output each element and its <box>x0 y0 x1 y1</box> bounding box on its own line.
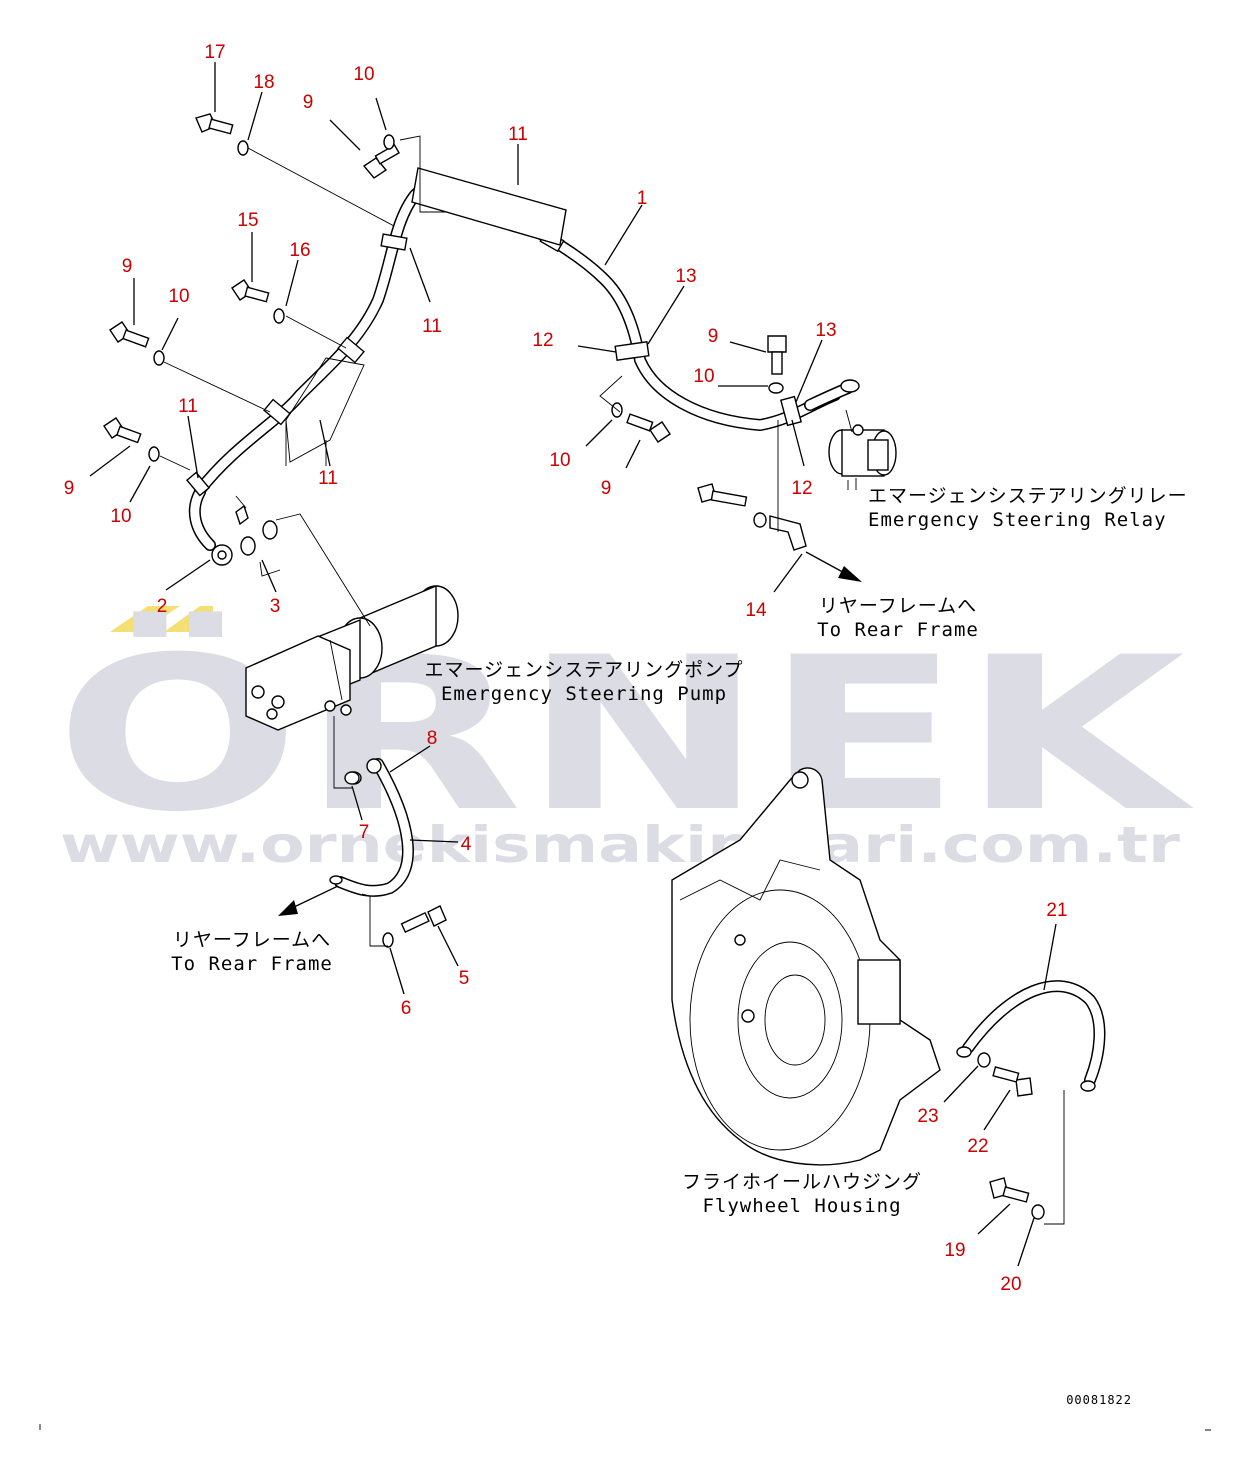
callout-15: 15 <box>237 210 258 231</box>
pump-cable <box>329 758 414 897</box>
callout-23: 23 <box>917 1106 938 1127</box>
watermark-brand: ÖRNEK <box>55 611 1194 858</box>
callout-11: 11 <box>318 468 338 489</box>
caption-relay-jp: エマージェンシステアリングリレー <box>868 485 1188 507</box>
callout-12: 12 <box>791 478 812 499</box>
flywheel-housing <box>671 767 941 1166</box>
hardware <box>103 113 1045 1220</box>
drawing-code: 00081822 <box>1066 1393 1132 1407</box>
emergency-steering-pump <box>245 584 459 731</box>
caption-flywheel-jp: フライホイールハウジング <box>682 1171 922 1193</box>
callout-10: 10 <box>693 366 714 387</box>
caption-rear-frame-bottom-jp: リヤーフレームへ <box>173 929 331 951</box>
captions: エマージェンシステアリングリレー Emergency Steering Rela… <box>171 485 1188 1407</box>
callout-16: 16 <box>289 240 310 261</box>
callout-9: 9 <box>64 478 75 499</box>
callout-8: 8 <box>427 728 438 749</box>
callout-4: 4 <box>461 834 472 855</box>
emergency-steering-relay <box>828 424 897 490</box>
callout-11: 11 <box>508 124 528 145</box>
leader-lines <box>89 62 1065 1267</box>
callout-21: 21 <box>1046 900 1067 921</box>
callout-12: 12 <box>532 330 553 351</box>
callout-13: 13 <box>675 266 696 287</box>
corner-marks <box>39 1424 1211 1431</box>
caption-pump-jp: エマージェンシステアリングポンプ <box>424 659 743 681</box>
callout-17: 17 <box>204 42 225 63</box>
watermark: ÖRNEK www.ornekismakinalari.com.tr <box>55 606 1194 874</box>
callout-10: 10 <box>168 286 189 307</box>
caption-rear-frame-top-en: To Rear Frame <box>817 619 979 641</box>
callout-13: 13 <box>815 320 836 341</box>
callout-11: 11 <box>422 316 442 337</box>
callout-1: 1 <box>637 188 648 209</box>
ground-cable <box>956 980 1106 1092</box>
callout-9: 9 <box>303 92 314 113</box>
caption-rear-frame-bottom-en: To Rear Frame <box>171 953 333 975</box>
watermark-accent-right <box>164 606 213 632</box>
callout-18: 18 <box>253 72 274 93</box>
callout-10: 10 <box>110 506 131 527</box>
callout-11: 11 <box>178 396 198 417</box>
caption-pump-en: Emergency Steering Pump <box>441 683 727 705</box>
caption-rear-frame-top-jp: リヤーフレームへ <box>819 595 977 617</box>
callout-20: 20 <box>1000 1274 1021 1295</box>
callout-3: 3 <box>270 596 281 617</box>
watermark-url: www.ornekismakinalari.com.tr <box>60 816 1180 874</box>
callout-14: 14 <box>745 600 767 621</box>
callout-22: 22 <box>967 1136 988 1157</box>
callout-19: 19 <box>944 1240 965 1261</box>
callout-7: 7 <box>359 822 370 843</box>
callout-2: 2 <box>157 596 168 617</box>
callout-6: 6 <box>401 998 412 1019</box>
callout-10: 10 <box>353 64 374 85</box>
callout-9: 9 <box>708 326 719 347</box>
caption-flywheel-en: Flywheel Housing <box>702 1195 901 1217</box>
callout-5: 5 <box>459 968 470 989</box>
caption-relay-en: Emergency Steering Relay <box>868 509 1167 531</box>
main-harness <box>185 167 860 566</box>
callouts: 17 18 10 9 11 1 15 16 9 10 11 12 13 9 13… <box>64 42 1068 1295</box>
watermark-accent-left <box>110 606 180 632</box>
callout-10: 10 <box>549 450 570 471</box>
callout-9: 9 <box>122 256 133 277</box>
callout-9: 9 <box>601 478 612 499</box>
